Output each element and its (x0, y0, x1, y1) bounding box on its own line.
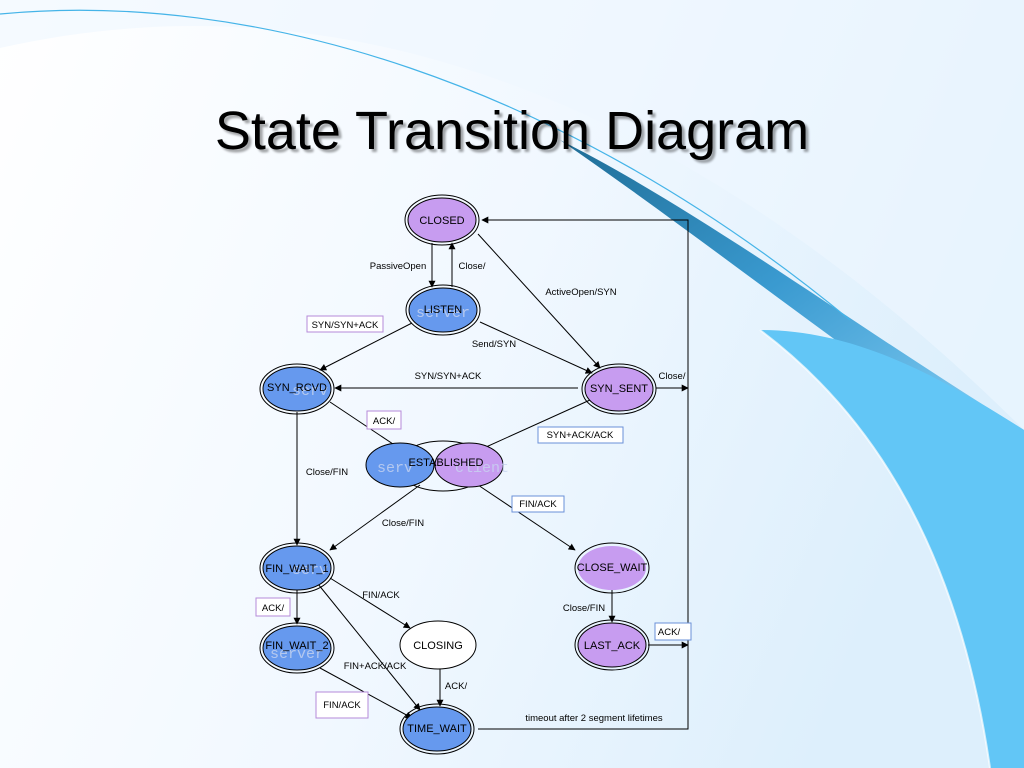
swoosh-edge (759, 329, 991, 768)
arrow-closed-synsent (477, 233, 601, 369)
box-syn-synack (306, 315, 384, 333)
state-fin-wait-1-label: FIN_WAIT_1 (265, 563, 328, 575)
label-fin-ack-fw1: FIN/ACK (362, 590, 400, 601)
label-close-fin-est: Close/FIN (382, 518, 424, 529)
label-send-syn: Send/SYN (472, 339, 516, 350)
top-arc-line (0, 9, 851, 321)
arc-top-light (0, 0, 1024, 430)
state-fin-wait-2-label: FIN_WAIT_2 (265, 640, 328, 652)
state-listen: server LISTEN (405, 284, 481, 336)
label-syn-synack-left: SYN/SYN+ACK (312, 320, 379, 331)
state-fin-wait-2: server FIN_WAIT_2 (259, 622, 335, 674)
label-ack-last: ACK/ (658, 627, 681, 638)
ghost-client-established: client (455, 460, 509, 477)
state-closing: CLOSING (399, 620, 477, 670)
arrow-timewait-closed (478, 216, 689, 730)
state-listen-label: LISTEN (424, 304, 463, 316)
slide-title: State Transition Diagram (214, 101, 810, 161)
arrow-established-finwait1 (329, 484, 421, 551)
state-syn-sent-label: SYN_SENT (590, 383, 648, 395)
label-finack-ack: FIN+ACK/ACK (344, 661, 407, 672)
ghost-server-synrcvd: serv (292, 383, 328, 400)
box-ack-fw1 (255, 597, 291, 617)
ghost-server-finwait1: serv (292, 562, 328, 579)
ghost-server-finwait2: server (270, 646, 324, 663)
state-closed-label: CLOSED (419, 215, 464, 227)
label-close-fin-cw: Close/FIN (563, 603, 605, 614)
state-syn-sent: SYN_SENT (581, 363, 657, 415)
arrow-listen-synsent (479, 321, 593, 374)
arrow-finwait1-timewait (317, 583, 421, 711)
state-last-ack: LAST_ACK (574, 619, 650, 671)
label-active-open: ActiveOpen/SYN (545, 287, 616, 298)
label-timeout: timeout after 2 segment lifetimes (525, 713, 663, 724)
swoosh-light (760, 330, 1024, 768)
label-boxes (255, 315, 692, 719)
label-ack-fw1: ACK/ (262, 603, 285, 614)
state-fin-wait-1: serv FIN_WAIT_1 (259, 542, 335, 594)
state-closed: CLOSED (404, 194, 480, 246)
state-time-wait: TIME_WAIT (399, 703, 475, 755)
label-syn-synack-mid: SYN/SYN+ACK (415, 371, 482, 382)
state-close-wait: CLOSE_WAIT (574, 542, 650, 594)
label-ack-synrcvd: ACK/ (373, 416, 396, 427)
box-synack-ack (537, 426, 624, 444)
state-close-wait-label: CLOSE_WAIT (577, 562, 648, 574)
state-established-label: ESTABLISHED (409, 457, 484, 469)
box-ack-last (654, 622, 692, 641)
arrow-listen-synrcvd (319, 322, 413, 371)
arrow-finwait1-closing (329, 577, 411, 629)
state-last-ack-label: LAST_ACK (584, 640, 641, 652)
label-fin-ack-fw2: FIN/ACK (323, 700, 361, 711)
label-close-syn-sent: Close/ (659, 371, 686, 382)
box-fin-ack-fw2 (315, 691, 369, 719)
arrow-synsent-established (474, 399, 591, 453)
state-established: serv client ESTABLISHED (365, 440, 509, 492)
label-fin-ack-est: FIN/ACK (519, 499, 557, 510)
ghost-server-established: serv (377, 460, 413, 477)
label-close-fin-synrcvd: Close/FIN (306, 467, 348, 478)
state-syn-rcvd-label: SYN_RCVD (267, 382, 327, 394)
ghost-server-listen: server (416, 305, 470, 322)
label-passive-open: PassiveOpen (370, 261, 427, 272)
state-syn-rcvd: serv SYN_RCVD (259, 363, 335, 415)
transition-labels: PassiveOpen Close/ ActiveOpen/SYN SYN/SY… (262, 261, 686, 724)
label-ack-closing: ACK/ (445, 681, 468, 692)
state-time-wait-label: TIME_WAIT (407, 723, 467, 735)
box-fin-ack-est (511, 495, 565, 513)
state-closing-label: CLOSING (413, 640, 463, 652)
box-ack-synrcvd (366, 410, 402, 430)
arrow-established-closewait (477, 484, 576, 551)
label-close-listen: Close/ (459, 261, 486, 272)
label-synack-ack: SYN+ACK/ACK (547, 430, 614, 441)
